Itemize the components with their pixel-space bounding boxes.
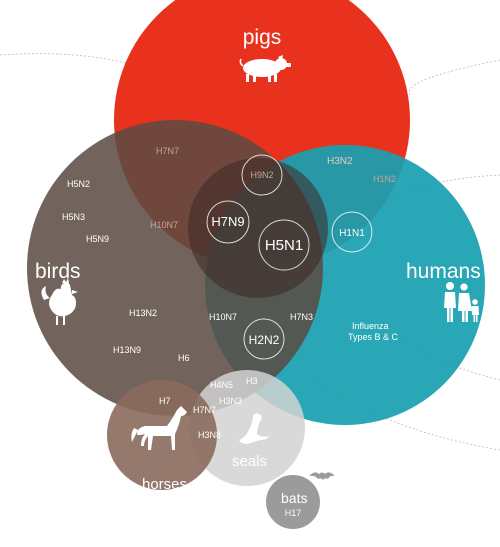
birds-label: birds: [35, 260, 81, 283]
h5n1-ring: [258, 219, 310, 271]
strain-h10n7-mid: H10N7: [209, 312, 237, 322]
strain-h6: H6: [178, 353, 190, 363]
strain-h7: H7: [159, 396, 171, 406]
family-icon: [444, 282, 479, 322]
strain-h5n9: H5N9: [86, 234, 109, 244]
strain-h7n7: H7N7: [156, 146, 179, 156]
strain-h17: H17: [285, 508, 302, 518]
horse-icon: [131, 406, 187, 450]
h2n2-ring: [243, 318, 285, 360]
bats-label: bats: [281, 490, 307, 506]
rooster-icon: [41, 278, 78, 325]
strain-h10n7-top: H10N7: [150, 220, 178, 230]
strain-h7n7-low: H7N7: [193, 405, 216, 415]
seals-circle: [189, 370, 305, 486]
h1n1-ring: [331, 211, 373, 253]
strain-h3: H3: [246, 376, 258, 386]
strain-h7n9: H7N9: [211, 214, 244, 229]
bats-circle: [266, 475, 320, 529]
strain-h1n2: H1N2: [373, 174, 396, 184]
strain-h7n3: H7N3: [290, 312, 313, 322]
strain-h3n8: H3N8: [198, 430, 221, 440]
pigs-label: pigs: [243, 26, 282, 49]
h9n2-ring: [241, 154, 283, 196]
seals-label: seals: [232, 453, 267, 470]
horses-label: horses: [142, 476, 187, 493]
influenza-note-line1: Influenza: [352, 321, 389, 331]
strain-h13n9: H13N9: [113, 345, 141, 355]
seal-icon: [239, 413, 269, 444]
strain-h2n2: H2N2: [249, 333, 280, 347]
connector-line: [408, 59, 500, 96]
strain-h5n2: H5N2: [67, 179, 90, 189]
strain-h9n2: H9N2: [250, 170, 273, 180]
humans-label: humans: [406, 260, 481, 283]
strain-h3n3: H3N3: [219, 396, 242, 406]
pig-icon: [239, 55, 291, 82]
strain-h3n2: H3N2: [327, 156, 353, 167]
strain-h5n1: H5N1: [265, 237, 303, 254]
center-overlap: [188, 158, 328, 298]
strain-h4n5: H4N5: [210, 380, 233, 390]
influenza-note-line2: Types B & C: [348, 332, 399, 342]
strain-h5n3: H5N3: [62, 212, 85, 222]
strain-h13n2: H13N2: [129, 308, 157, 318]
strain-h1n1: H1N1: [339, 228, 365, 239]
bat-icon: [309, 472, 335, 480]
h7n9-ring: [206, 200, 250, 244]
